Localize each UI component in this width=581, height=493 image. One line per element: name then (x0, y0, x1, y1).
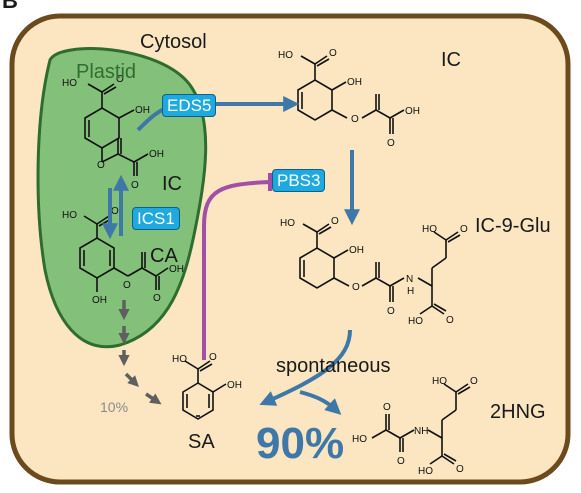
atom-label: OH (169, 264, 184, 275)
atom-label: HO (280, 218, 295, 229)
cytosol-label: Cytosol (140, 31, 207, 53)
ic-9-glu-label: IC-9-Glu (475, 215, 551, 237)
plastid-export-dashed-arrows (118, 300, 162, 405)
atom-label: H (407, 286, 414, 297)
percent-10-label: 10% (100, 399, 129, 415)
atom-label: N (406, 274, 413, 285)
percent-90-label: 90% (256, 419, 345, 468)
atom-label: HO (172, 354, 187, 365)
ca-structure (79, 215, 169, 292)
atom-label: O (153, 293, 161, 304)
sa-structure (182, 360, 227, 420)
spontaneous-label: spontaneous (276, 355, 391, 377)
atom-label: O (351, 114, 359, 125)
atom-label: OH (227, 380, 242, 391)
atom-label: O (387, 138, 395, 149)
panel-label: B (2, 0, 18, 13)
atom-label: O (470, 376, 478, 387)
atom-label: HO (62, 210, 77, 221)
atom-label: O (97, 160, 105, 171)
atom-label: O (331, 216, 339, 227)
atom-label: HO (418, 466, 433, 477)
atom-label: OH (135, 105, 150, 116)
atom-label: O (387, 306, 395, 317)
atom-label: O (352, 282, 360, 293)
ic-cytosol-label: IC (441, 49, 461, 71)
pbs3-enzyme-label: PBS3 (272, 169, 326, 192)
spontaneous-to-sa-arrow (259, 329, 352, 406)
atom-label: HO (422, 224, 437, 235)
atom-label: O (397, 456, 405, 467)
atom-label: O (456, 464, 464, 475)
plastid-label: Plastid (76, 61, 137, 83)
ic-plastid-structure (84, 83, 149, 176)
atom-label: O (131, 180, 139, 191)
atom-label: HO (278, 50, 293, 61)
spontaneous-to-2hng-arrow (299, 390, 342, 415)
atom-label: O (460, 224, 468, 235)
atom-label: HO (352, 434, 367, 445)
atom-label: NH (414, 426, 428, 437)
atom-label: O (383, 402, 391, 413)
atom-label: HO (432, 376, 447, 387)
ic-9-glu-structure (299, 223, 461, 315)
atom-label: OH (349, 245, 364, 256)
atom-label: OH (347, 77, 362, 88)
2hng-structure (371, 383, 471, 465)
atom-label: HO (408, 316, 423, 327)
ic-plastid-label: IC (162, 173, 182, 195)
eds5-transporter-label: EDS5 (162, 94, 217, 117)
atom-label: OH (92, 295, 107, 306)
pbs3-inhibition-line (202, 180, 271, 360)
atom-label: O (116, 74, 124, 85)
atom-label: HO (62, 78, 77, 89)
atom-label: O (446, 315, 454, 326)
atom-label: OH (405, 106, 420, 117)
ics1-enzyme-label: ICS1 (132, 207, 180, 230)
atom-label: O (111, 206, 119, 217)
atom-label: O (123, 280, 131, 291)
atom-label: O (209, 352, 217, 363)
sa-label: SA (188, 431, 215, 453)
2hng-label: 2HNG (490, 401, 546, 423)
atom-label: OH (149, 149, 164, 160)
ca-label: CA (150, 245, 178, 267)
atom-label: O (329, 48, 337, 59)
